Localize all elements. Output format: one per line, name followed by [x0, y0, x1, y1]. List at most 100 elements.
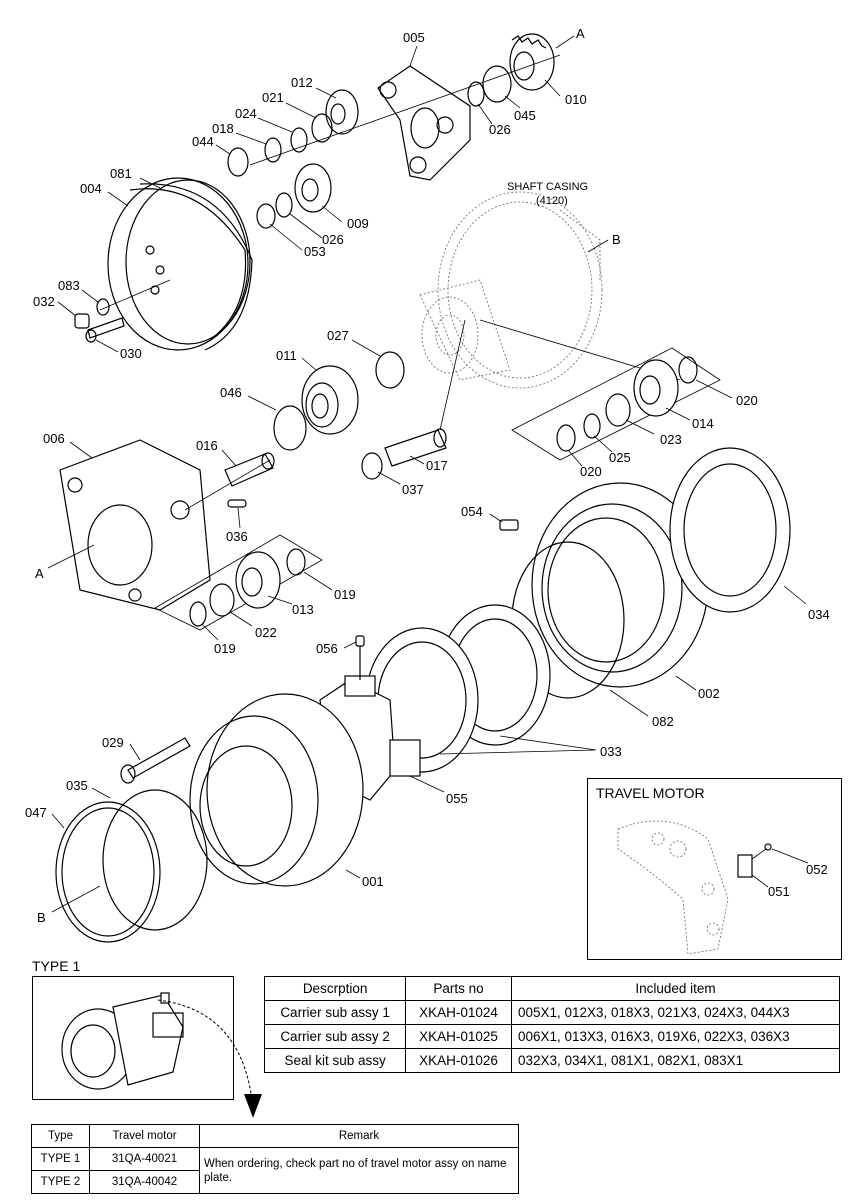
cell-parts-no: XKAH-01026 [405, 1048, 512, 1073]
washer-020-bottom [556, 424, 576, 452]
cell-parts-no: XKAH-01024 [405, 1000, 512, 1025]
type1-motor-sketch [61, 992, 184, 1090]
seal-034 [669, 447, 791, 613]
label-021: 021 [262, 90, 284, 105]
bolt-030 [85, 317, 125, 343]
seal-047 [55, 801, 161, 943]
label-017: 017 [426, 458, 448, 473]
label-b-top: B [612, 232, 621, 247]
washer-019-bottom [189, 601, 207, 627]
washer-025 [583, 413, 601, 439]
bolt-056 [355, 635, 365, 680]
cell-travel-motor: 31QA-40042 [89, 1170, 200, 1194]
washer-019-top [286, 548, 306, 576]
type1-image [32, 976, 234, 1100]
label-054: 054 [461, 504, 483, 519]
label-056: 056 [316, 641, 338, 656]
cell-parts-no: XKAH-01025 [405, 1024, 512, 1049]
hub-001 [189, 693, 364, 887]
label-a-top: A [576, 26, 585, 41]
washer-020-top [678, 356, 698, 384]
cell-included-item: 005X1, 012X3, 018X3, 021X3, 024X3, 044X3 [510, 1000, 841, 1025]
o-ring-083 [96, 298, 110, 316]
label-023: 023 [660, 432, 682, 447]
o-ring-081 [139, 183, 253, 351]
header-included-item: Included item [510, 976, 841, 1001]
travel-motor-panel: TRAVEL MOTOR 052 051 [587, 778, 842, 960]
label-083: 083 [58, 278, 80, 293]
table-row: Seal kit sub assy XKAH-01026 032X3, 034X… [263, 1048, 841, 1073]
label-011: 011 [276, 348, 297, 363]
label-019-top: 019 [334, 587, 356, 602]
bearing-021 [311, 113, 333, 143]
bearing-023 [605, 393, 631, 427]
label-033: 033 [600, 744, 622, 759]
label-020-bottom: 020 [580, 464, 602, 479]
label-029: 029 [102, 735, 124, 750]
cell-type: TYPE 1 [31, 1147, 90, 1171]
table-header-row: Descrption Parts no Included item [263, 976, 841, 1001]
cell-included-item: 032X3, 034X1, 081X1, 082X1, 083X1 [510, 1048, 841, 1073]
label-047: 047 [25, 805, 47, 820]
label-002: 002 [698, 686, 720, 701]
label-034: 034 [808, 607, 830, 622]
label-005: 005 [403, 30, 425, 45]
label-006: 006 [43, 431, 65, 446]
label-010: 010 [565, 92, 587, 107]
header-remark: Remark [199, 1124, 519, 1148]
cell-description: Carrier sub assy 2 [263, 1024, 407, 1049]
label-a-left: A [35, 566, 44, 581]
label-016: 016 [196, 438, 218, 453]
travel-motor-title: TRAVEL MOTOR [596, 785, 705, 801]
washer-053 [256, 203, 276, 229]
label-020-top: 020 [736, 393, 758, 408]
label-081: 081 [110, 166, 132, 181]
plug-054 [499, 519, 519, 531]
ring-044 [227, 147, 249, 177]
cell-travel-motor: 31QA-40021 [89, 1147, 200, 1171]
rivet-052 [764, 843, 772, 851]
label-025: 025 [609, 450, 631, 465]
gear-011 [301, 365, 359, 435]
label-shaft-casing: SHAFT CASING [507, 181, 588, 193]
type1-label: TYPE 1 [32, 958, 81, 974]
carrier-plate-005 [377, 65, 471, 181]
cell-included-item: 006X1, 013X3, 016X3, 019X6, 022X3, 036X3 [510, 1024, 841, 1049]
label-055: 055 [446, 791, 468, 806]
travel-motor-sketch: 052 051 [617, 820, 828, 955]
name-plate-051 [737, 854, 753, 878]
washer-024 [290, 127, 308, 153]
bolt-029 [120, 737, 191, 784]
label-051: 051 [768, 884, 790, 899]
gear-013 [235, 551, 281, 609]
label-012: 012 [291, 75, 313, 90]
gear-010 [509, 33, 555, 91]
label-026-mid: 026 [322, 232, 344, 247]
label-shaft-casing-no: (4120) [536, 195, 568, 207]
label-019-bottom: 019 [214, 641, 236, 656]
label-030: 030 [120, 346, 142, 361]
travel-motor-type-table: Type Travel motor Remark TYPE 1 31QA-400… [31, 1124, 519, 1194]
bearing-022 [209, 583, 235, 617]
washer-026-mid [275, 192, 293, 218]
plug-032 [74, 313, 90, 329]
o-ring-046 [273, 405, 307, 451]
label-018: 018 [212, 121, 234, 136]
ring-045 [482, 65, 512, 103]
cell-type: TYPE 2 [31, 1170, 90, 1194]
header-type: Type [31, 1124, 90, 1148]
label-032: 032 [33, 294, 55, 309]
pin-036 [227, 499, 247, 508]
gear-012 [325, 89, 359, 135]
label-013: 013 [292, 602, 314, 617]
table-row: Carrier sub assy 1 XKAH-01024 005X1, 012… [263, 1000, 841, 1025]
label-027: 027 [327, 328, 349, 343]
label-035: 035 [66, 778, 88, 793]
ring-035 [102, 789, 208, 931]
header-travel-motor: Travel motor [89, 1124, 200, 1148]
header-parts-no: Parts no [405, 976, 512, 1001]
cover-004 [107, 177, 251, 351]
sub-assembly-table: Descrption Parts no Included item Carrie… [263, 976, 841, 1073]
table-row: Carrier sub assy 2 XKAH-01025 006X1, 013… [263, 1024, 841, 1049]
